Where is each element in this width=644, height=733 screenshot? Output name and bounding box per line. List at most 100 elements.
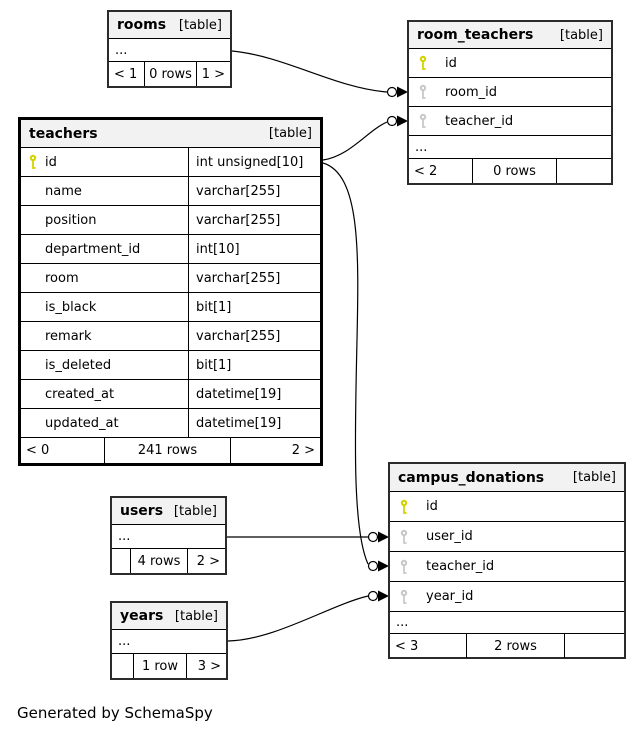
table-node-users[interactable]: users [table] ... 4 rows 2 >	[110, 496, 227, 575]
row-count: 0 rows	[473, 159, 557, 183]
table-header-room_teachers[interactable]: room_teachers [table]	[409, 22, 611, 48]
column-name: teacher_id	[426, 559, 495, 574]
column-row-updated_at: updated_at datetime[19]	[21, 408, 320, 437]
table-node-teachers[interactable]: teachers [table] id int unsigned[10] nam…	[18, 117, 323, 466]
foreign-key-icon	[390, 529, 426, 545]
column-row-teacher_id: teacher_id	[390, 551, 624, 581]
column-row-position: position varchar[255]	[21, 205, 320, 234]
column-row-name: name varchar[255]	[21, 176, 320, 205]
table-tag: [table]	[572, 470, 616, 485]
zero-one-circle	[386, 115, 398, 127]
column-row-year_id: year_id	[390, 581, 624, 611]
parents-count	[112, 549, 131, 573]
zero-one-circle	[367, 531, 379, 543]
arrowhead-icon	[397, 86, 408, 98]
table-header-users[interactable]: users [table]	[112, 498, 225, 524]
parents-count: < 3	[390, 634, 467, 658]
column-type: int unsigned[10]	[196, 154, 304, 170]
column-row-created_at: created_at datetime[19]	[21, 379, 320, 408]
collapsed-columns-row: ...	[112, 524, 225, 548]
parents-count: < 2	[409, 159, 473, 183]
column-row-id: id	[390, 491, 624, 521]
collapsed-columns-row: ...	[390, 611, 624, 633]
relationship-teachers-to-room_teachers-teacher_id	[322, 121, 388, 161]
column-row-is_black: is_black bit[1]	[21, 292, 320, 321]
arrowhead-icon	[378, 560, 389, 572]
column-row-department_id: department_id int[10]	[21, 234, 320, 263]
zero-one-circle	[367, 590, 379, 602]
children-count: 1 >	[201, 66, 225, 82]
arrowhead-icon	[397, 115, 408, 127]
relationship-years-to-campus_donations-year_id	[227, 595, 369, 642]
zero-one-circle	[386, 86, 398, 98]
foreign-key-icon	[390, 559, 426, 575]
primary-key-icon	[409, 55, 445, 71]
row-count: 1 row	[134, 654, 187, 678]
column-name: is_black	[45, 299, 97, 315]
table-tag: [table]	[178, 17, 222, 33]
table-tag: [table]	[559, 27, 603, 43]
row-count: 4 rows	[131, 549, 188, 573]
column-type: varchar[255]	[196, 212, 281, 228]
column-name: name	[45, 183, 82, 199]
primary-key-icon	[390, 499, 426, 515]
foreign-key-icon	[390, 589, 426, 605]
column-name: id	[45, 154, 57, 170]
column-name: room	[45, 270, 79, 286]
column-type: datetime[19]	[196, 386, 282, 402]
column-row-user_id: user_id	[390, 521, 624, 551]
table-footer: < 2 0 rows	[409, 158, 611, 183]
arrowhead-icon	[378, 531, 389, 543]
column-row-room: room varchar[255]	[21, 263, 320, 292]
row-count: 2 rows	[467, 634, 565, 658]
table-footer: 4 rows 2 >	[112, 548, 225, 573]
collapsed-columns-row: ...	[409, 135, 611, 158]
table-node-rooms[interactable]: rooms [table] ... < 1 0 rows 1 >	[107, 10, 232, 88]
table-title: room_teachers	[417, 27, 534, 43]
row-count: 241 rows	[105, 438, 231, 463]
table-node-campus_donations[interactable]: campus_donations [table] id user_id	[388, 462, 626, 659]
table-header-teachers[interactable]: teachers [table]	[21, 120, 320, 147]
primary-key-icon	[21, 154, 45, 170]
children-count	[565, 634, 624, 658]
column-name: is_deleted	[45, 357, 112, 373]
parents-count: < 1	[109, 62, 145, 86]
column-type: datetime[19]	[196, 415, 282, 431]
table-node-room_teachers[interactable]: room_teachers [table] id room_id	[407, 20, 613, 185]
column-row-id: id int unsigned[10]	[21, 147, 320, 176]
column-row-remark: remark varchar[255]	[21, 321, 320, 350]
column-type: varchar[255]	[196, 183, 281, 199]
table-header-campus_donations[interactable]: campus_donations [table]	[390, 464, 624, 491]
table-tag: [table]	[268, 126, 312, 141]
column-name: user_id	[426, 529, 473, 544]
column-type: varchar[255]	[196, 328, 281, 344]
connector-endpoints	[367, 86, 408, 602]
column-row-room_id: room_id	[409, 77, 611, 106]
column-name: teacher_id	[445, 113, 514, 129]
table-title: rooms	[117, 17, 167, 33]
column-name: year_id	[426, 589, 474, 604]
children-count: 3 >	[197, 658, 221, 674]
relationship-teachers-to-campus_donations-teacher_id	[322, 162, 369, 565]
table-tag: [table]	[174, 608, 218, 624]
foreign-key-icon	[409, 84, 445, 100]
column-row-teacher_id: teacher_id	[409, 106, 611, 135]
table-header-rooms[interactable]: rooms [table]	[109, 12, 230, 38]
column-name: position	[45, 212, 97, 228]
children-count	[557, 159, 611, 183]
table-title: users	[120, 503, 164, 519]
column-row-id: id	[409, 48, 611, 77]
column-type: bit[1]	[196, 299, 232, 315]
column-row-is_deleted: is_deleted bit[1]	[21, 350, 320, 379]
column-name: remark	[45, 328, 92, 344]
table-title: teachers	[29, 125, 98, 142]
column-name: department_id	[45, 241, 141, 257]
column-name: room_id	[445, 84, 497, 100]
collapsed-columns-row: ...	[112, 629, 226, 653]
table-node-years[interactable]: years [table] ... 1 row 3 >	[110, 601, 228, 680]
table-header-years[interactable]: years [table]	[112, 603, 226, 629]
generated-by-note: Generated by SchemaSpy	[17, 704, 213, 722]
collapsed-columns-row: ...	[109, 38, 230, 61]
